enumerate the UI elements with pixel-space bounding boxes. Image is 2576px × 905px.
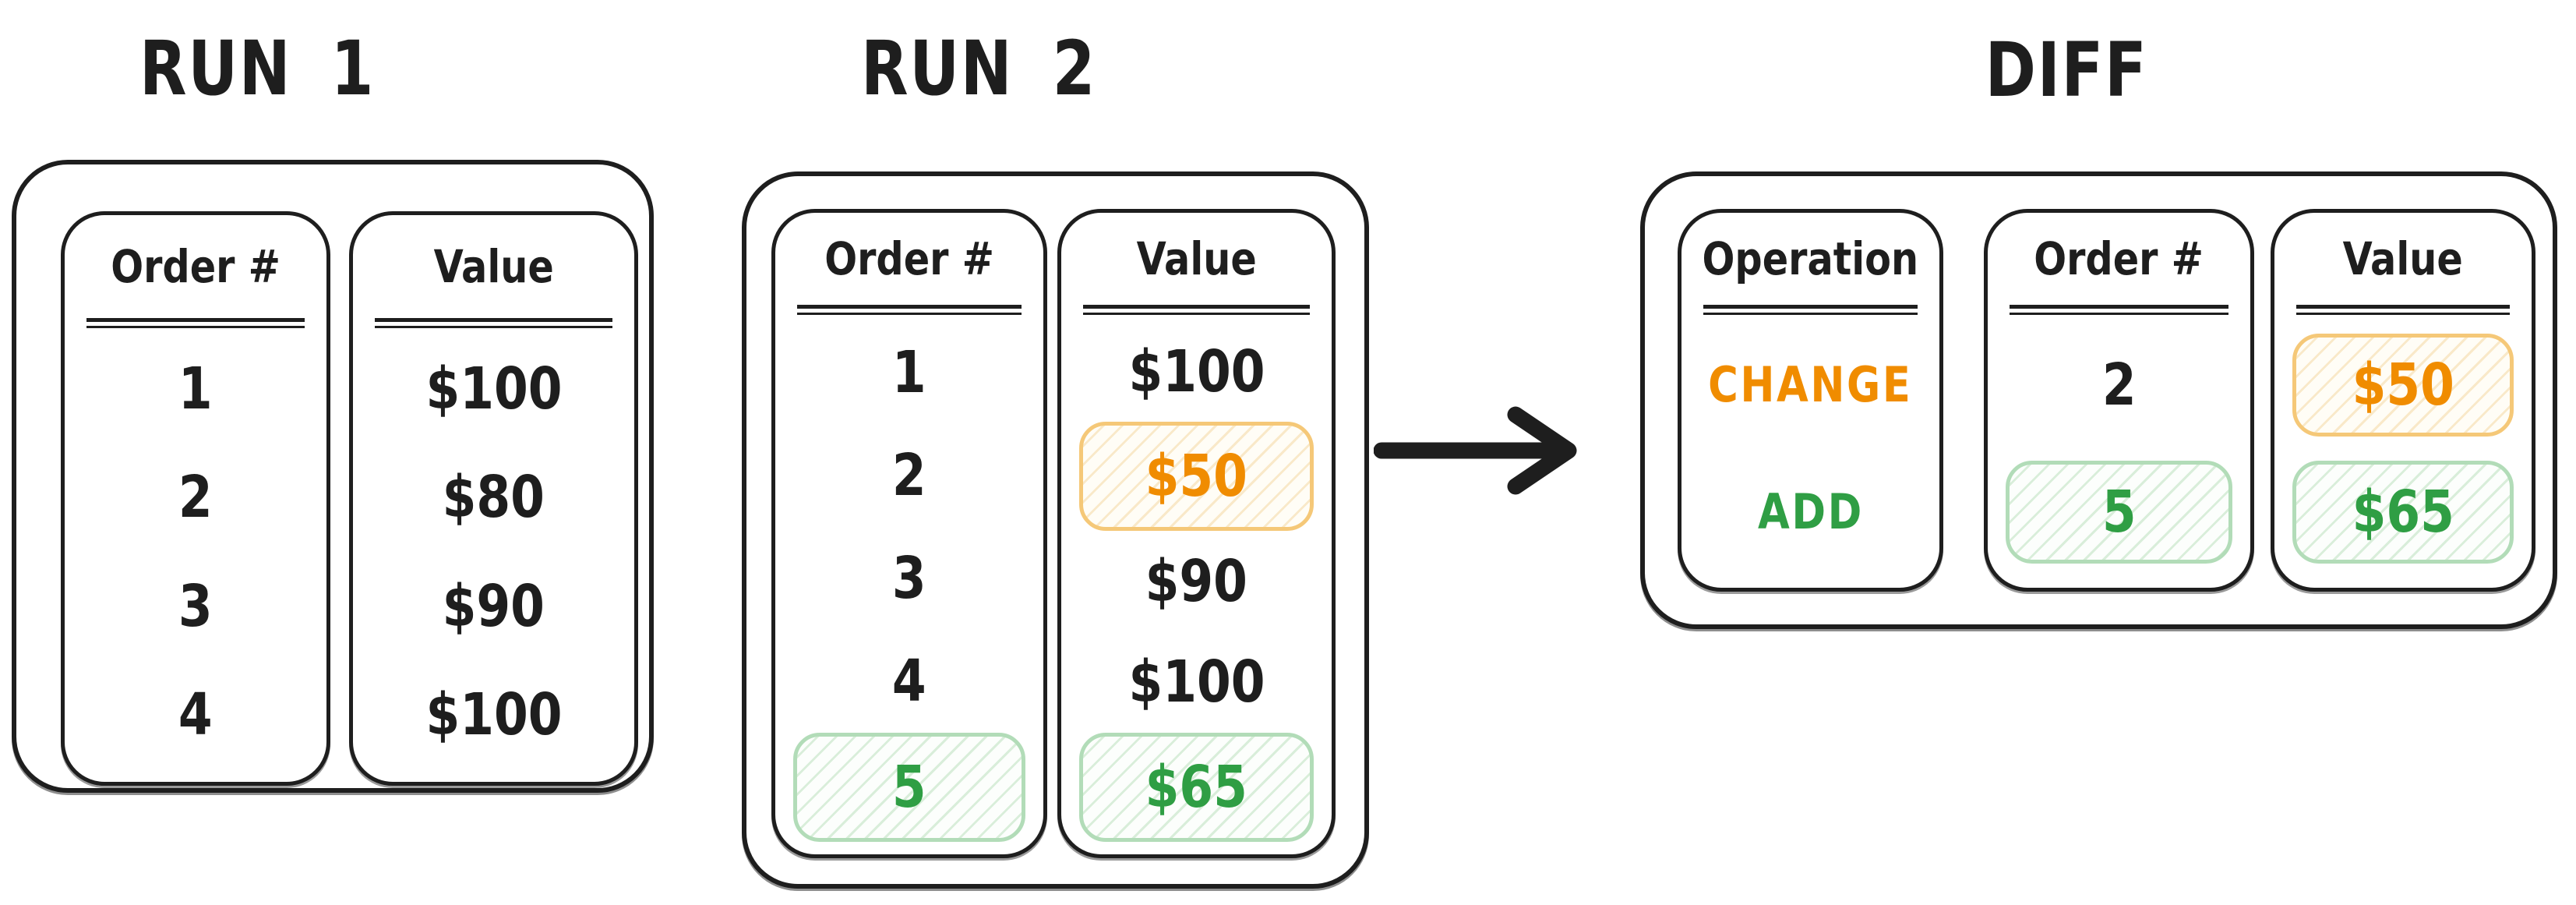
diff-value-header: Value <box>2274 213 2532 305</box>
run1-value-header: Value <box>353 215 634 318</box>
diff-operation-rows: CHANGE ADD <box>1681 315 1939 588</box>
run2-value-header-label: Value <box>1136 232 1257 285</box>
cell-value: 2 <box>892 442 926 509</box>
diff-operation-cell-change: CHANGE <box>1681 321 1939 448</box>
run2-value-cell-1: $100 <box>1061 321 1332 422</box>
run1-table: Order # 1 2 3 4 Value $100 $80 $90 $100 <box>12 160 654 793</box>
cell-value: 5 <box>2101 478 2137 546</box>
cell-value: $50 <box>1145 443 1248 511</box>
run1-value-rows: $100 $80 $90 $100 <box>353 328 634 782</box>
diff-value-cell-change: $50 <box>2274 321 2532 448</box>
header-underline <box>1083 305 1310 315</box>
cell-value: ADD <box>1757 483 1864 540</box>
cell-value: 3 <box>892 545 926 612</box>
cell-value: $100 <box>1127 649 1265 716</box>
run1-title: RUN 1 <box>139 25 376 112</box>
run2-order-cell-1: 1 <box>775 321 1043 424</box>
cell-value: 2 <box>178 464 213 532</box>
run2-value-cell-2-changed: $50 <box>1061 422 1332 532</box>
diff-table: Operation CHANGE ADD Order # 2 5 Value $… <box>1640 171 2557 629</box>
run2-value-header: Value <box>1061 213 1332 305</box>
diff-value-cell-add: $65 <box>2274 448 2532 575</box>
run1-value-cell-2: $80 <box>353 444 634 553</box>
diff-operation-header: Operation <box>1681 213 1939 305</box>
run1-value-cell-4: $100 <box>353 661 634 770</box>
header-underline <box>86 318 305 328</box>
cell-value: 1 <box>178 355 213 422</box>
header-underline <box>2010 305 2228 315</box>
cell-value: 2 <box>2101 351 2137 419</box>
run1-order-rows: 1 2 3 4 <box>65 328 326 782</box>
header-underline <box>797 305 1022 315</box>
diff-order-cell-add: 5 <box>1988 448 2250 575</box>
run1-value-cell-3: $90 <box>353 552 634 661</box>
run2-value-column: Value $100 $50 $90 $100 $65 <box>1057 209 1336 858</box>
green-highlight-pill: 5 <box>793 733 1025 842</box>
diff-title: DIFF <box>1985 27 2148 114</box>
cell-value: 4 <box>178 681 213 749</box>
run2-order-cell-3: 3 <box>775 527 1043 630</box>
cell-value: $80 <box>442 464 545 532</box>
diff-value-column: Value $50 $65 <box>2271 209 2535 592</box>
run1-value-column: Value $100 $80 $90 $100 <box>349 211 638 786</box>
header-underline <box>1703 305 1918 315</box>
run1-order-header: Order # <box>65 215 326 318</box>
diff-value-rows: $50 $65 <box>2274 315 2532 588</box>
run1-order-cell-1: 1 <box>65 334 326 444</box>
header-underline <box>375 318 612 328</box>
cell-value: $100 <box>1127 338 1265 405</box>
run2-title: RUN 2 <box>860 25 1097 112</box>
cell-value: CHANGE <box>1708 356 1913 413</box>
diff-order-rows: 2 5 <box>1988 315 2250 588</box>
orange-highlight-pill: $50 <box>1079 422 1314 532</box>
cell-value: 4 <box>892 648 926 715</box>
run2-order-header-label: Order # <box>824 232 994 285</box>
run2-table: Order # 1 2 3 4 5 Value $100 $50 $90 <box>742 171 1369 889</box>
cell-value: $65 <box>2352 478 2454 546</box>
cell-value: 3 <box>178 572 213 640</box>
cell-value: $100 <box>425 681 563 749</box>
diff-operation-column: Operation CHANGE ADD <box>1678 209 1943 592</box>
run1-order-cell-3: 3 <box>65 552 326 661</box>
run2-order-cell-4: 4 <box>775 630 1043 733</box>
diff-operation-cell-add: ADD <box>1681 448 1939 575</box>
green-highlight-pill: 5 <box>2006 460 2232 564</box>
diff-order-cell-change: 2 <box>1988 321 2250 448</box>
green-highlight-pill: $65 <box>2292 460 2514 564</box>
run2-order-cell-2: 2 <box>775 424 1043 527</box>
cell-value: 1 <box>892 339 926 406</box>
run2-value-cell-3: $90 <box>1061 531 1332 631</box>
cell-value: $50 <box>2352 351 2454 419</box>
cell-value: 5 <box>892 754 926 821</box>
cell-value: $100 <box>425 355 563 422</box>
diff-order-header-label: Order # <box>2034 232 2204 285</box>
diff-value-header-label: Value <box>2342 232 2464 285</box>
run1-order-header-label: Order # <box>111 240 281 293</box>
orange-highlight-pill: $50 <box>2292 333 2514 437</box>
run2-order-column: Order # 1 2 3 4 5 <box>771 209 1047 858</box>
cell-value: $90 <box>1145 547 1248 615</box>
run2-value-cell-5-added: $65 <box>1061 732 1332 842</box>
cell-value: $90 <box>442 572 545 640</box>
run1-order-cell-2: 2 <box>65 444 326 553</box>
run1-value-header-label: Value <box>433 240 554 293</box>
run1-value-cell-1: $100 <box>353 334 634 444</box>
run2-value-cell-4: $100 <box>1061 632 1332 733</box>
run1-order-cell-4: 4 <box>65 661 326 770</box>
diff-operation-header-label: Operation <box>1702 232 1919 285</box>
header-underline <box>2296 305 2510 315</box>
run1-order-column: Order # 1 2 3 4 <box>61 211 330 786</box>
run2-value-rows: $100 $50 $90 $100 $65 <box>1061 315 1332 854</box>
run2-order-cell-5-added: 5 <box>775 733 1043 842</box>
diff-order-header: Order # <box>1988 213 2250 305</box>
green-highlight-pill: $65 <box>1079 732 1314 842</box>
run2-order-rows: 1 2 3 4 5 <box>775 315 1043 854</box>
run2-order-header: Order # <box>775 213 1043 305</box>
cell-value: $65 <box>1145 753 1248 821</box>
diff-order-column: Order # 2 5 <box>1984 209 2254 592</box>
right-arrow-icon <box>1374 406 1577 495</box>
